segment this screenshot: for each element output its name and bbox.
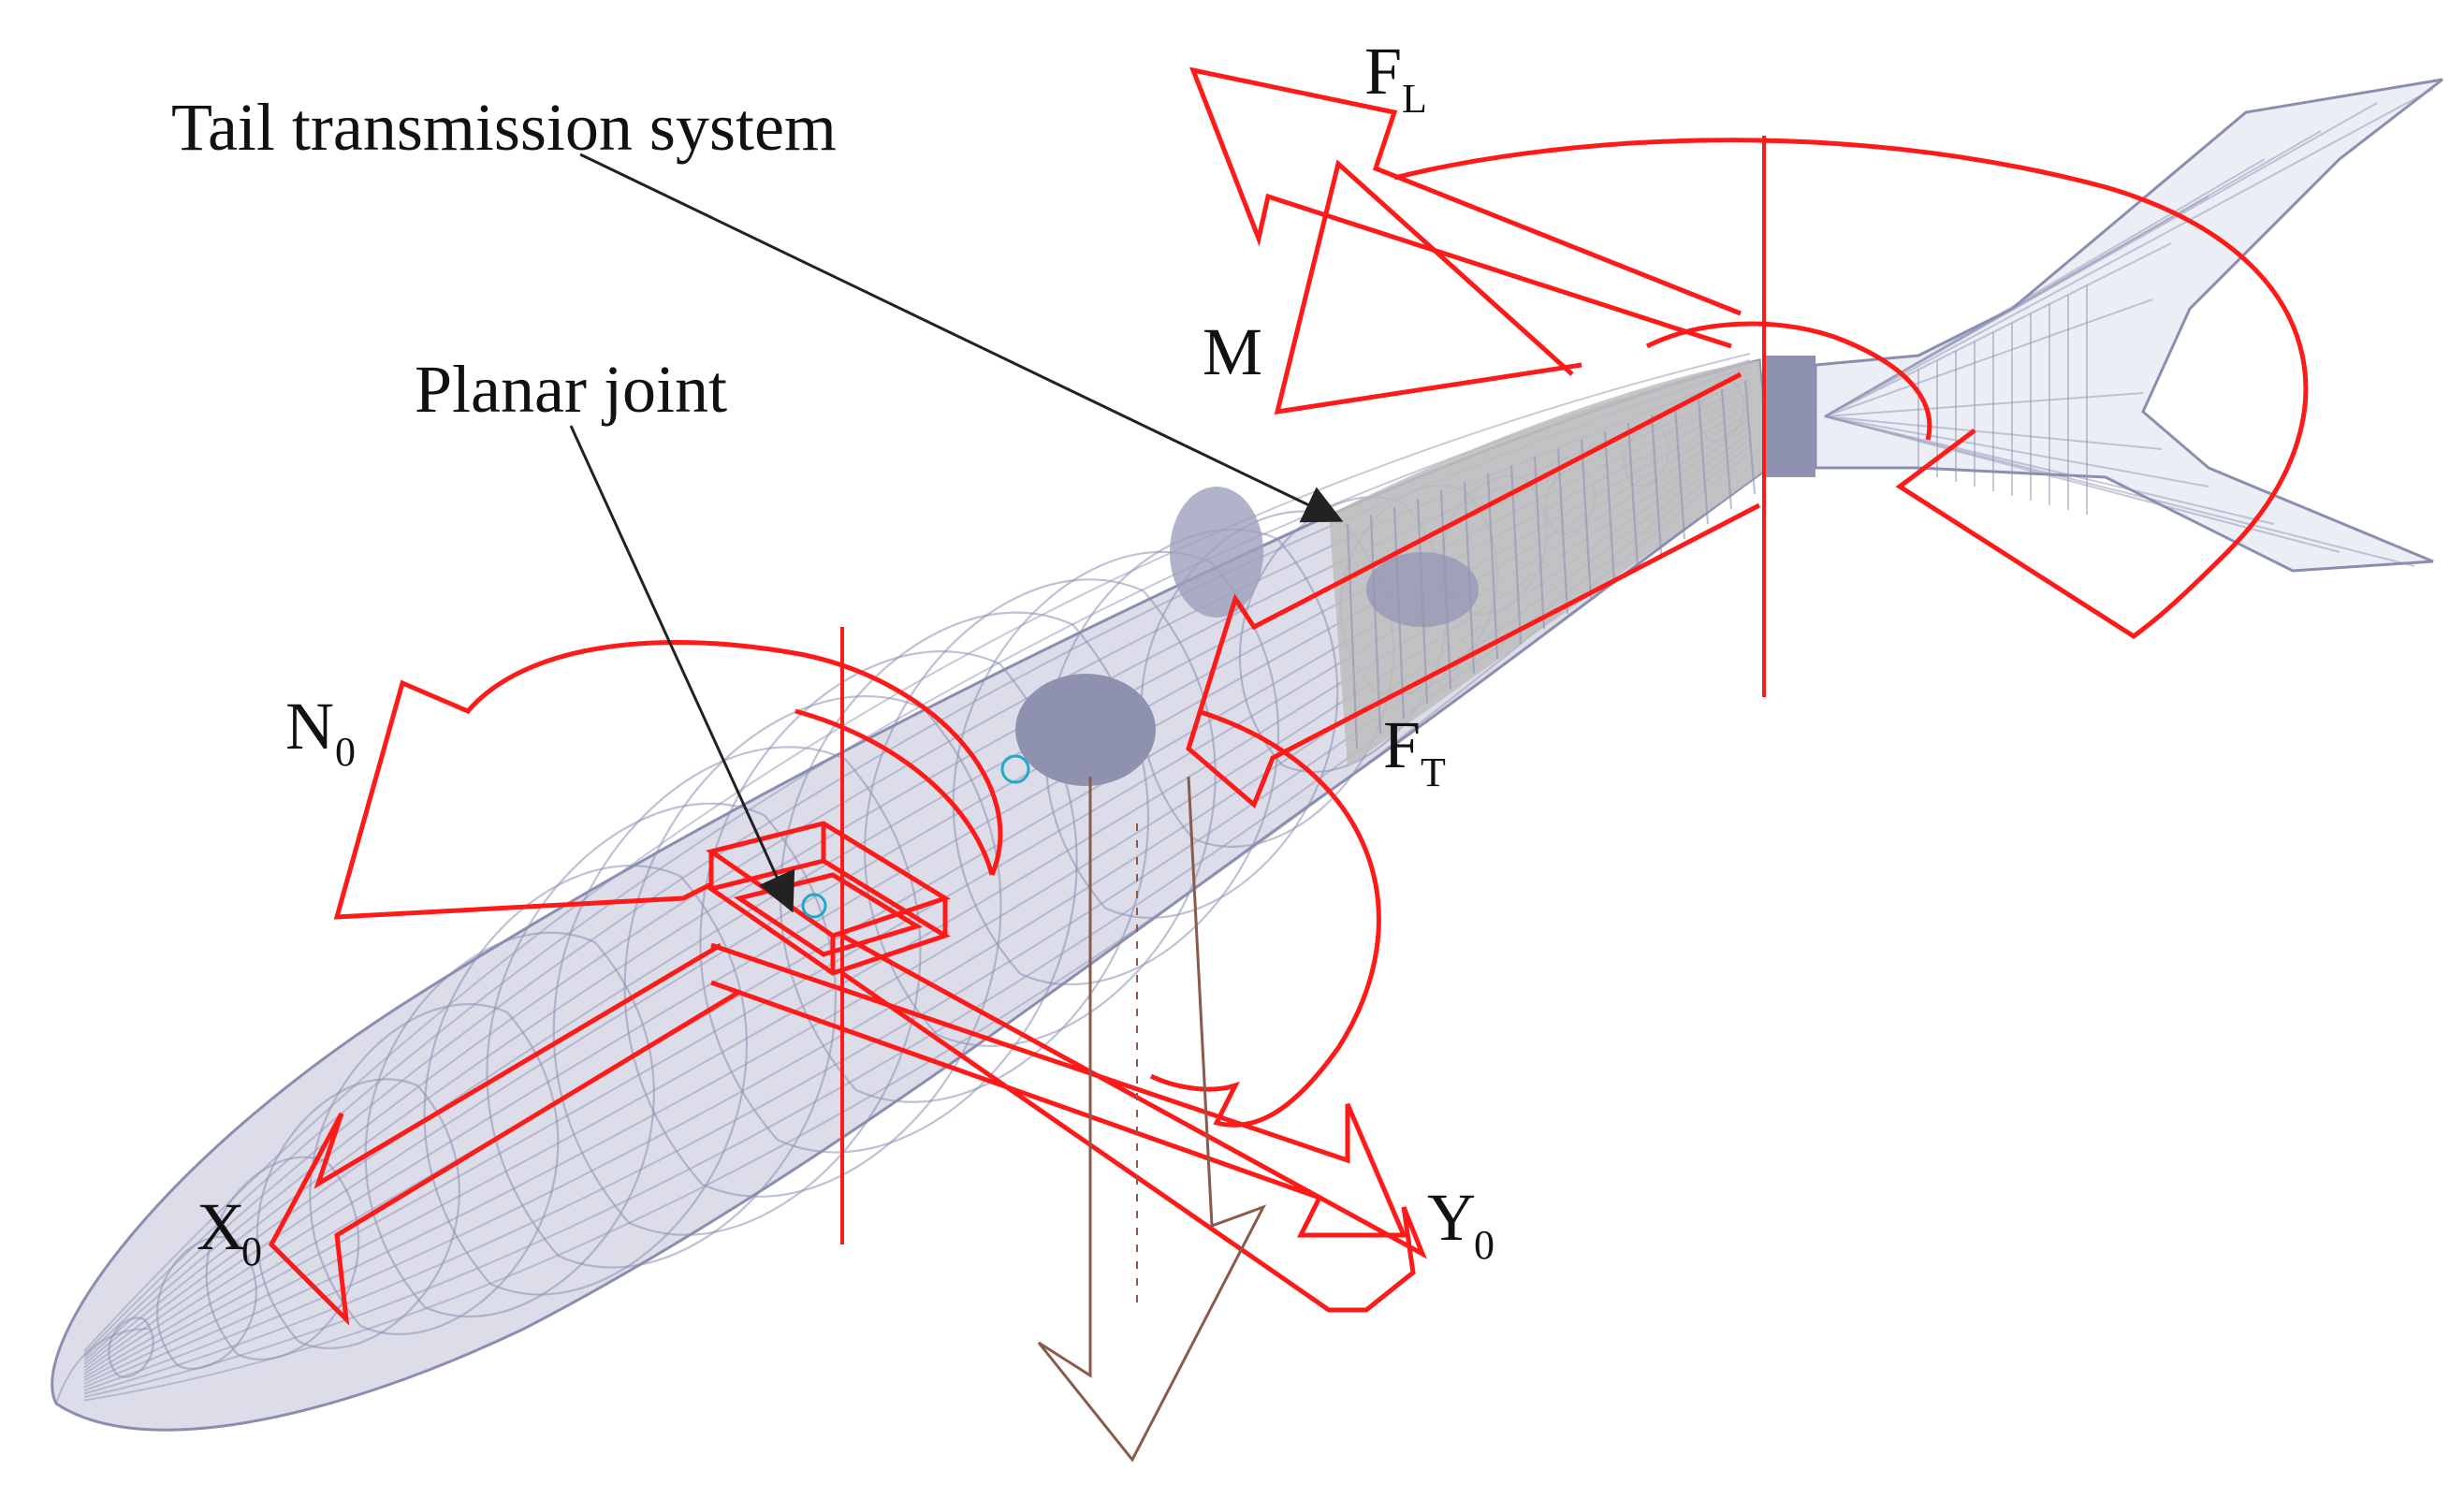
mesh-line — [1743, 380, 1757, 495]
mesh-line — [205, 1156, 328, 1356]
mesh-line — [701, 707, 1002, 1198]
mesh-line — [1697, 397, 1710, 525]
y0-arrow-lower — [840, 933, 1427, 1313]
body-moment-arc — [1149, 708, 1381, 1128]
label-y0-sub: 0 — [1474, 1222, 1494, 1268]
label-n0: N — [285, 689, 334, 764]
label-x0: X — [197, 1189, 245, 1264]
tail-fin-mesh — [1824, 88, 2434, 567]
internal-part-disc — [1170, 487, 1263, 618]
planar-joint-marker — [801, 893, 827, 919]
mesh-line — [623, 695, 925, 1186]
mesh-line — [1238, 496, 1405, 766]
gravity-arrow — [1037, 776, 1267, 1463]
n0-moment-inner — [795, 708, 995, 876]
internal-part-rear — [1366, 552, 1479, 627]
mesh-line — [1019, 561, 1280, 986]
fl-arrow — [1188, 66, 1742, 349]
n0-moment-arrow — [333, 640, 1003, 920]
ft-arrow — [1186, 371, 1761, 809]
m-moment-arrowhead — [1274, 159, 1582, 415]
mesh-line — [1720, 388, 1733, 510]
internal-part-front — [1015, 674, 1156, 786]
mesh-line — [1346, 523, 1359, 750]
mesh-line — [486, 802, 765, 1257]
label-ft-sub: T — [1421, 750, 1446, 795]
mesh-line — [423, 865, 681, 1285]
mesh-line — [1824, 196, 2209, 417]
mesh-line — [309, 1003, 508, 1327]
tail-section — [1329, 360, 1769, 767]
tail-transmission-leader — [579, 153, 1344, 523]
mesh-line — [83, 451, 1751, 1402]
nose-ring — [55, 1328, 151, 1404]
x0-arrow — [268, 942, 741, 1326]
label-fl-sub: L — [1402, 76, 1427, 122]
label-ft: F — [1383, 707, 1421, 782]
gravity-arrow-outline — [1037, 776, 1267, 1463]
mesh-line — [1824, 298, 2153, 417]
m-moment-inner — [1645, 321, 1932, 441]
force-overlay — [268, 66, 2309, 1326]
mesh-line — [364, 931, 596, 1308]
label-n0-sub: 0 — [335, 729, 356, 775]
label-y0: Y — [1427, 1180, 1476, 1255]
label-m: M — [1203, 314, 1262, 389]
mesh-line — [1104, 538, 1339, 919]
label-fl: F — [1364, 34, 1402, 109]
mesh-line — [1369, 515, 1382, 735]
planar-joint-leader — [569, 425, 795, 913]
mesh-line — [424, 941, 655, 1318]
mesh-line — [360, 1011, 560, 1335]
mesh-line — [1824, 88, 2434, 417]
mesh-line — [628, 758, 922, 1236]
mesh-line — [1533, 456, 1546, 630]
mesh-line — [1824, 415, 2415, 567]
mesh-line — [1580, 439, 1593, 600]
tail-fin — [1764, 78, 2443, 573]
mesh-line — [1824, 392, 2144, 417]
m-moment-arrow-outer — [1393, 138, 2309, 640]
fish-body — [51, 353, 1771, 1432]
tail-joint-block — [1764, 356, 1815, 477]
mesh-line — [1824, 415, 2209, 488]
mesh-line — [489, 875, 748, 1296]
mesh-line — [1824, 242, 2172, 417]
joint-marker-2 — [1000, 754, 1030, 784]
mesh-line — [1650, 414, 1663, 555]
label-x0-sub: 0 — [241, 1229, 262, 1274]
mesh-line — [156, 1235, 237, 1366]
mesh-line — [552, 746, 846, 1224]
mesh-line — [83, 353, 1751, 1352]
mesh-line — [1603, 430, 1616, 585]
tail-fin-outline — [1814, 78, 2443, 573]
mesh-line — [298, 1084, 460, 1349]
label-tail-transmission: Tail transmission system — [171, 90, 837, 165]
label-planar-joint: Planar joint — [415, 352, 727, 427]
mesh-line — [1626, 422, 1640, 570]
mesh-line — [1556, 447, 1569, 615]
mesh-line — [864, 578, 1145, 1036]
mesh-line — [1673, 405, 1686, 540]
